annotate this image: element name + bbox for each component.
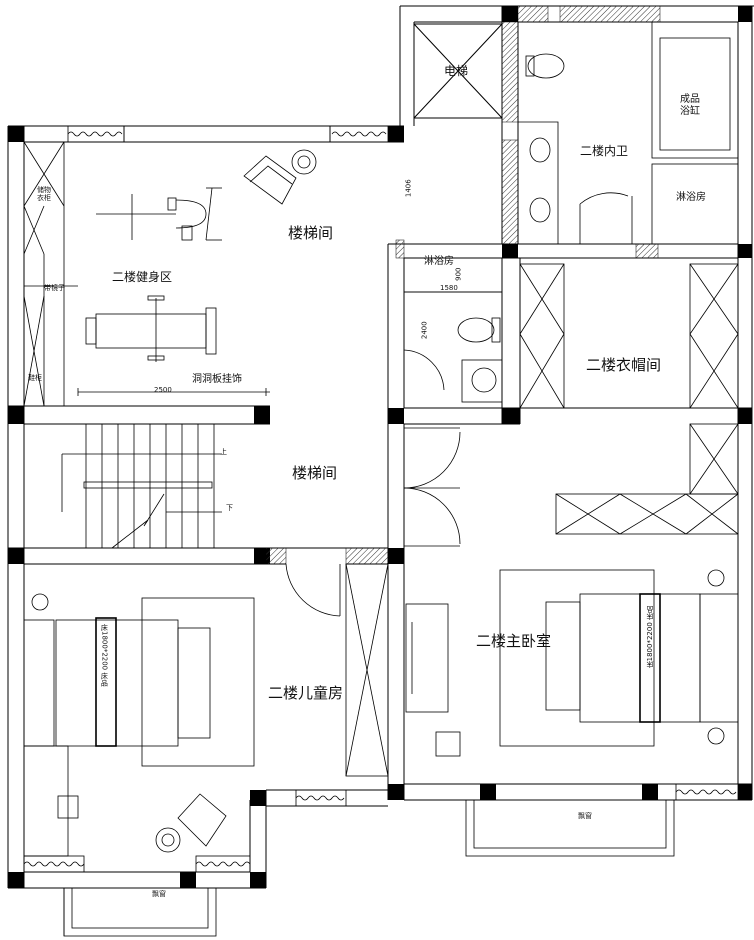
- dimension-1580: 1580: [440, 284, 458, 292]
- dimension-900: 900: [454, 267, 463, 281]
- columns: [8, 6, 752, 888]
- bay-window-right-label: 飘窗: [578, 812, 592, 820]
- mirror-label: 带镜子: [44, 284, 65, 292]
- master-bedroom-label: 二楼主卧室: [476, 632, 552, 650]
- headboards: [95, 593, 661, 747]
- fixtures: [23, 21, 739, 857]
- stair-upper-label: 楼梯间: [288, 224, 334, 242]
- dimension-2500: 2500: [154, 386, 172, 394]
- storage-label: 储物 衣柜: [37, 186, 51, 203]
- bed-left-size-label: 床1800*2200 床品: [100, 624, 109, 687]
- kids-room-label: 二楼儿童房: [268, 684, 344, 702]
- windows: [23, 125, 739, 937]
- bed-right-size-label: 床1800*2200 床品: [646, 606, 654, 669]
- dimension-2400: 2400: [420, 321, 429, 340]
- walls: [7, 5, 754, 889]
- gym-label: 二楼健身区: [112, 270, 173, 284]
- dimension-1406: 1406: [404, 179, 413, 198]
- pegboard-label: 洞洞板挂饰: [192, 374, 242, 385]
- cloakroom-label: 二楼衣帽间: [586, 356, 662, 374]
- shower-lower-label: 淋浴房: [424, 256, 454, 267]
- shower-upper-label: 淋浴房: [676, 192, 706, 203]
- bay-window-left-label: 飘窗: [152, 890, 166, 898]
- up-label: 上: [220, 448, 227, 456]
- stair-lower-label: 楼梯间: [292, 464, 338, 482]
- elevator-label: 电梯: [444, 64, 469, 78]
- hatched-walls: [265, 5, 661, 565]
- inner-bath-label: 二楼内卫: [580, 144, 629, 158]
- shoe-cab-label: 鞋柜: [28, 374, 42, 382]
- bathtub-label: 成品 浴缸: [680, 94, 700, 117]
- down-label: 下: [226, 504, 233, 512]
